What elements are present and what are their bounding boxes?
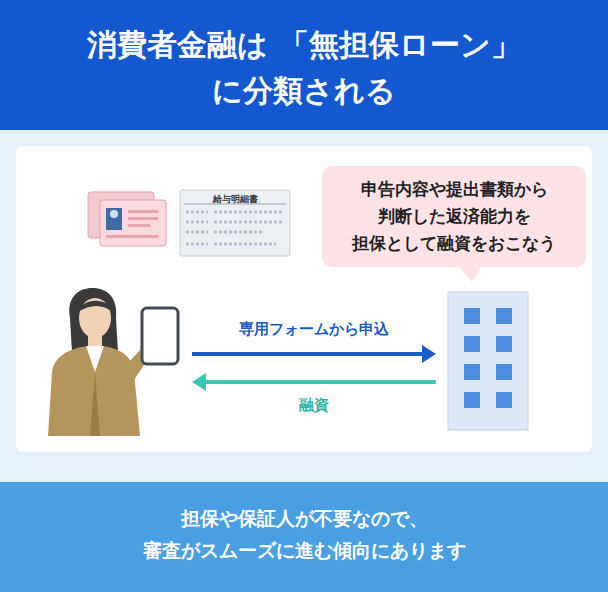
caption-band: [0, 482, 608, 592]
bubble-text: 申告内容や提出書類から 判断した返済能力を 担保として融資をおこなう: [336, 176, 572, 257]
title: 消費者金融は 「無担保ローン」に分類される: [20, 22, 588, 114]
caption: 担保や保証人が不要なので、 審査がスムーズに進む傾向にあります: [20, 502, 588, 566]
building: [448, 292, 528, 430]
white-panel: [16, 146, 592, 452]
id-cards: [88, 192, 166, 246]
arrow-label: 専用フォームから申込: [239, 320, 389, 339]
title-band: [0, 0, 608, 130]
arrow-label: 融資: [299, 396, 329, 415]
bubble-tail: [458, 266, 482, 282]
payslip: [180, 190, 290, 256]
loan-arrow: [192, 373, 436, 391]
speech-bubble: 申告内容や提出書類から 判断した返済能力を 担保として融資をおこなう: [322, 166, 586, 267]
smartphone: [142, 308, 178, 364]
person: [48, 288, 152, 436]
apply-arrow: [192, 345, 436, 363]
document-title: 給与明細書: [213, 193, 258, 206]
